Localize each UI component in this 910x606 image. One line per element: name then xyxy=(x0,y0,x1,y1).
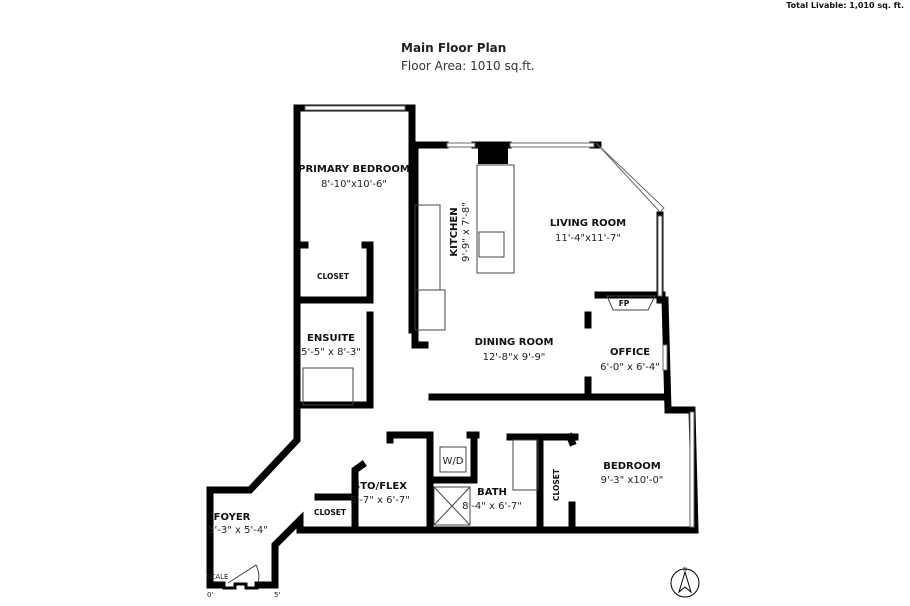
fireplace-label: FP xyxy=(619,299,630,308)
dining-room-label: DINING ROOM xyxy=(475,337,554,348)
bedroom-dims: 9'-3" x10'-0" xyxy=(601,475,664,486)
kitchen-label: KITCHEN xyxy=(449,207,460,256)
total-livable-area: Total Livable: 1,010 sq. ft. xyxy=(786,1,904,10)
room-labels: PRIMARY BEDROOM 8'-10"x10'-6" CLOSET ENS… xyxy=(208,164,663,536)
scale-end: 5' xyxy=(274,591,280,599)
kitchen-dims: 9'-9" x 7'-8" xyxy=(461,202,472,262)
north-arrow-icon: N xyxy=(670,567,700,598)
scale-bar: SCALE 0' 5' xyxy=(206,573,280,599)
sto-flex-label: STO/FLEX xyxy=(353,481,407,492)
bath-dims: 8'-4" x 6'-7" xyxy=(462,501,522,512)
washer-dryer-label: W/D xyxy=(443,456,464,467)
scale-start: 0' xyxy=(207,591,213,599)
closet-bedroom-label: CLOSET xyxy=(552,468,561,501)
living-room-dims: 11'-4"x11'-7" xyxy=(555,233,621,244)
plan-title: Main Floor Plan xyxy=(401,41,507,55)
dining-room-dims: 12'-8"x 9'-9" xyxy=(483,352,546,363)
primary-bedroom-dims: 8'-10"x10'-6" xyxy=(321,179,387,190)
office-label: OFFICE xyxy=(610,347,650,358)
foyer-dims: 5'-3" x 5'-4" xyxy=(208,525,268,536)
closet-primary-label: CLOSET xyxy=(317,272,350,281)
north-label: N xyxy=(683,567,687,573)
office-dims: 6'-0" x 6'-4" xyxy=(600,362,660,373)
scale-label: SCALE xyxy=(206,573,228,581)
primary-bedroom-label: PRIMARY BEDROOM xyxy=(298,164,410,175)
foyer-label: FOYER xyxy=(214,512,251,523)
windows-and-fixtures xyxy=(227,105,695,584)
floor-area: Floor Area: 1010 sq.ft. xyxy=(401,59,535,73)
living-room-label: LIVING ROOM xyxy=(550,218,626,229)
sto-flex-dims: 5'-7" x 6'-7" xyxy=(350,495,410,506)
closet-foyer-label: CLOSET xyxy=(314,508,347,517)
bedroom-label: BEDROOM xyxy=(603,461,660,472)
ensuite-dims: 5'-5" x 8'-3" xyxy=(301,347,361,358)
bath-label: BATH xyxy=(477,487,507,498)
ensuite-label: ENSUITE xyxy=(307,333,355,344)
